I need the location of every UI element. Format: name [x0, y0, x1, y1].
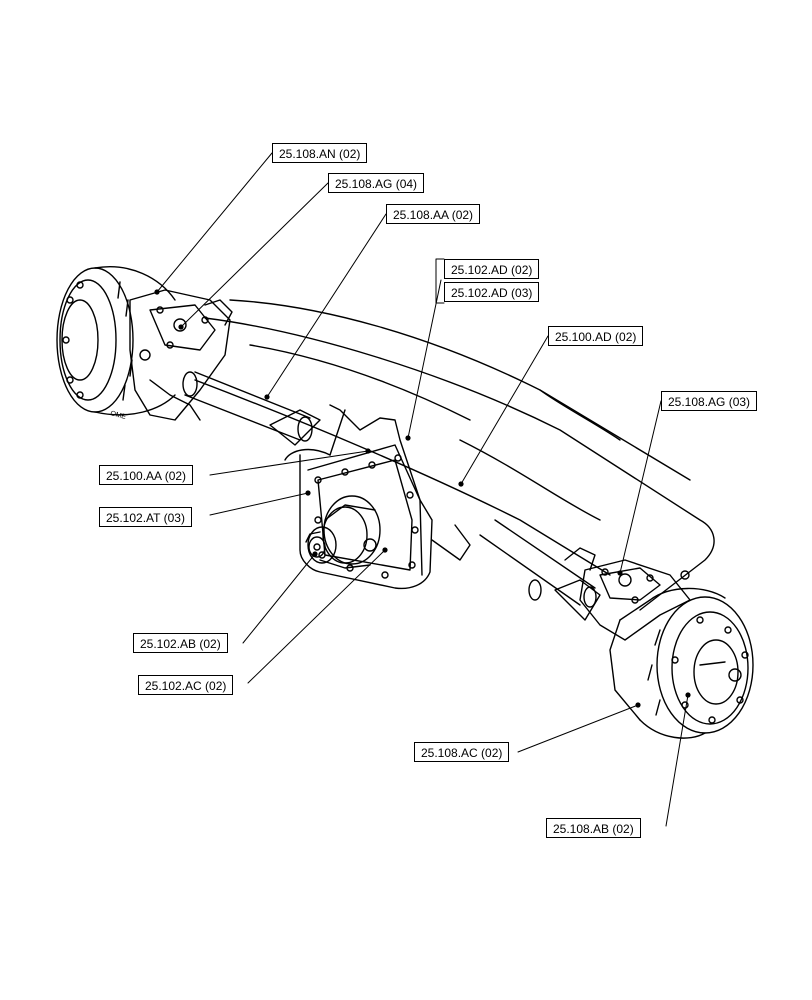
leader-dots [154, 289, 691, 708]
callout-25-108-ag-03[interactable]: 25.108.AG (03) [661, 391, 758, 411]
callout-25-100-aa-02[interactable]: 25.100.AA (02) [99, 465, 194, 485]
leader-lines [156, 152, 689, 827]
left-hub: OME [56, 266, 176, 421]
callout-25-102-ad-02[interactable]: 25.102.AD (02) [444, 259, 540, 279]
left-cylinder [182, 371, 321, 446]
differential-housing [284, 404, 471, 590]
svg-text:OME: OME [109, 410, 127, 421]
callout-25-102-at-03[interactable]: 25.102.AT (03) [99, 507, 192, 527]
left-knuckle [129, 289, 233, 421]
callout-25-108-ag-04[interactable]: 25.108.AG (04) [328, 173, 425, 193]
callout-25-108-aa-02[interactable]: 25.108.AA (02) [386, 204, 481, 224]
callout-25-108-ac-02[interactable]: 25.108.AC (02) [414, 742, 510, 762]
axle-housing [194, 299, 715, 611]
callout-25-102-ad-03[interactable]: 25.102.AD (03) [444, 282, 540, 302]
callout-25-102-ac-02[interactable]: 25.102.AC (02) [138, 675, 234, 695]
pinion-flange [305, 495, 381, 569]
callout-25-108-an-02[interactable]: 25.108.AN (02) [272, 143, 368, 163]
callout-25-108-ab-02[interactable]: 25.108.AB (02) [546, 818, 641, 838]
right-hub [609, 587, 754, 739]
right-knuckle [564, 547, 691, 641]
callout-25-102-ab-02[interactable]: 25.102.AB (02) [133, 633, 228, 653]
callout-25-100-ad-02[interactable]: 25.100.AD (02) [548, 326, 644, 346]
right-cylinder [479, 519, 601, 621]
